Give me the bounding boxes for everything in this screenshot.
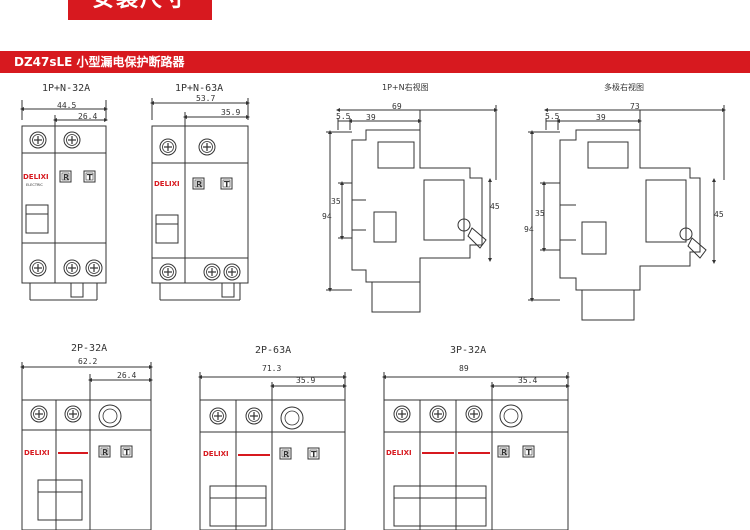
dim-h-total-1pn: 94 — [322, 212, 332, 221]
brand-logo: DELIXI — [154, 180, 180, 188]
drawing-2p-32a — [20, 362, 153, 530]
header-banner: 安装尺寸 — [68, 0, 212, 20]
drawing-title-1pn-63a: 1P+N-63A — [175, 83, 224, 94]
drawing-title-1pn-32a: 1P+N-32A — [42, 83, 91, 94]
test-button-label: T — [311, 450, 317, 459]
reset-button-label: R — [196, 180, 202, 189]
dim-overall-3p-32a: 89 — [459, 364, 469, 373]
dim-overall-2p-63a: 71.3 — [262, 364, 282, 373]
drawing-title-2p-63a: 2P-63A — [255, 345, 292, 356]
dim-overall-1pn-63a: 53.7 — [196, 94, 216, 103]
dim-sub-2p-32a: 26.4 — [117, 371, 137, 380]
section-title: DZ47sLE 小型漏电保护断路器 — [14, 55, 185, 69]
dim-w-left-multi: 5.5 — [545, 112, 560, 121]
drawing-title-1pn-right-view: 1P+N右视图 — [382, 83, 429, 92]
drawing-multipole-right-view — [528, 105, 726, 321]
dim-h-right-multi: 45 — [714, 210, 724, 219]
reset-button-label: R — [102, 448, 108, 457]
dim-h-total-multi: 94 — [524, 225, 534, 234]
reset-button-label: R — [283, 450, 289, 459]
drawing-2p-63a — [198, 372, 347, 530]
section-header: DZ47sLE 小型漏电保护断路器 — [0, 51, 750, 73]
test-button-label: T — [124, 448, 130, 457]
brand-logo: DELIXI — [24, 449, 50, 457]
reset-button-label: R — [501, 448, 507, 457]
drawing-title-multipole-right-view: 多极右视图 — [604, 83, 644, 92]
test-button-label: T — [87, 173, 93, 182]
dim-w-mid-1pn: 39 — [366, 113, 376, 122]
drawing-1pn-63a — [150, 98, 250, 301]
drawing-title-2p-32a: 2P-32A — [71, 343, 108, 354]
dim-sub-3p-32a: 35.4 — [518, 376, 538, 385]
dim-overall-2p-32a: 62.2 — [78, 357, 98, 366]
dim-sub-1pn-32a: 26.4 — [78, 112, 98, 121]
dim-overall-1pn-32a: 44.5 — [57, 101, 77, 110]
brand-logo: DELIXI — [23, 173, 49, 181]
dim-h-right-1pn: 45 — [490, 202, 500, 211]
dim-sub-1pn-63a: 35.9 — [221, 108, 241, 117]
page-title: 安装尺寸 — [68, 0, 212, 14]
reset-button-label: R — [63, 173, 69, 182]
dim-w-total-1pn: 69 — [392, 102, 402, 111]
drawing-3p-32a — [382, 372, 570, 530]
dim-sub-2p-63a: 35.9 — [296, 376, 316, 385]
dim-w-total-multi: 73 — [630, 102, 640, 111]
drawing-title-3p-32a: 3P-32A — [450, 345, 487, 356]
dim-h-mid-multi: 35 — [535, 209, 545, 218]
dim-w-left-1pn: 5.5 — [336, 112, 351, 121]
drawing-1pn-right-view — [326, 105, 498, 313]
brand-logo: DELIXI — [386, 449, 412, 457]
dim-w-mid-multi: 39 — [596, 113, 606, 122]
test-button-label: T — [526, 448, 532, 457]
brand-logo-sub: ELECTRIC — [26, 183, 43, 187]
drawing-1pn-32a — [20, 100, 108, 301]
dim-h-mid-1pn: 35 — [331, 197, 341, 206]
brand-logo: DELIXI — [203, 450, 229, 458]
test-button-label: T — [224, 180, 230, 189]
